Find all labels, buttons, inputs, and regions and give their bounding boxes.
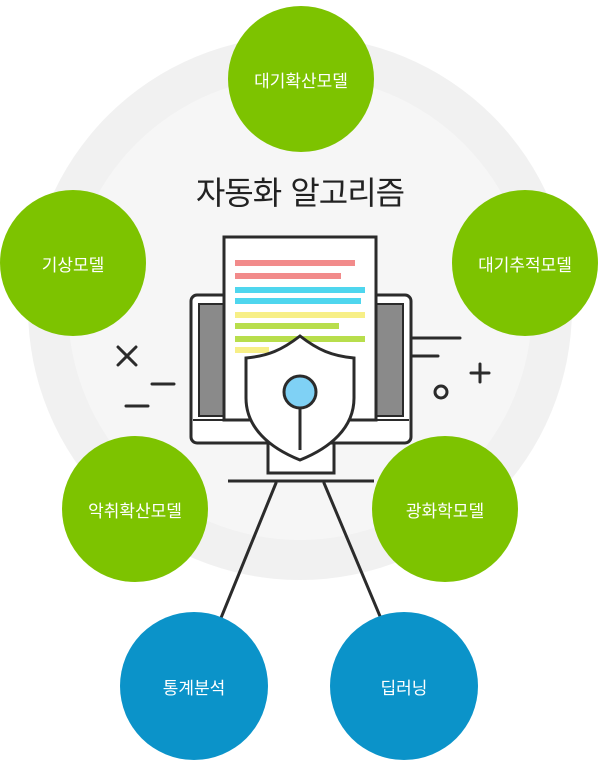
model-label: 대기추적모델 xyxy=(478,255,572,276)
model-circle-tracking: 대기추적모델 xyxy=(452,190,598,336)
output-circle-deep-learning: 딥러닝 xyxy=(330,612,478,760)
model-circle-meteorology: 기상모델 xyxy=(0,190,146,336)
magnifier-icon xyxy=(282,374,318,410)
model-circle-photochemical: 광화학모델 xyxy=(372,436,518,582)
circle-icon xyxy=(433,384,449,400)
multiply-icon xyxy=(116,345,138,367)
model-label: 기상모델 xyxy=(41,255,105,276)
plus-icon xyxy=(469,362,491,384)
output-circle-statistics: 통계분석 xyxy=(120,612,268,760)
diagram-title: 자동화 알고리즘 xyxy=(195,174,405,212)
model-circle-odor-dispersion: 악취확산모델 xyxy=(62,436,208,582)
model-circle-dispersion: 대기확산모델 xyxy=(228,6,374,152)
output-label: 통계분석 xyxy=(162,678,226,699)
model-label: 광화학모델 xyxy=(405,501,485,522)
model-label: 악취확산모델 xyxy=(88,501,182,522)
minus-icon xyxy=(124,336,462,408)
output-label: 딥러닝 xyxy=(380,678,428,699)
model-label: 대기확산모델 xyxy=(254,71,348,92)
